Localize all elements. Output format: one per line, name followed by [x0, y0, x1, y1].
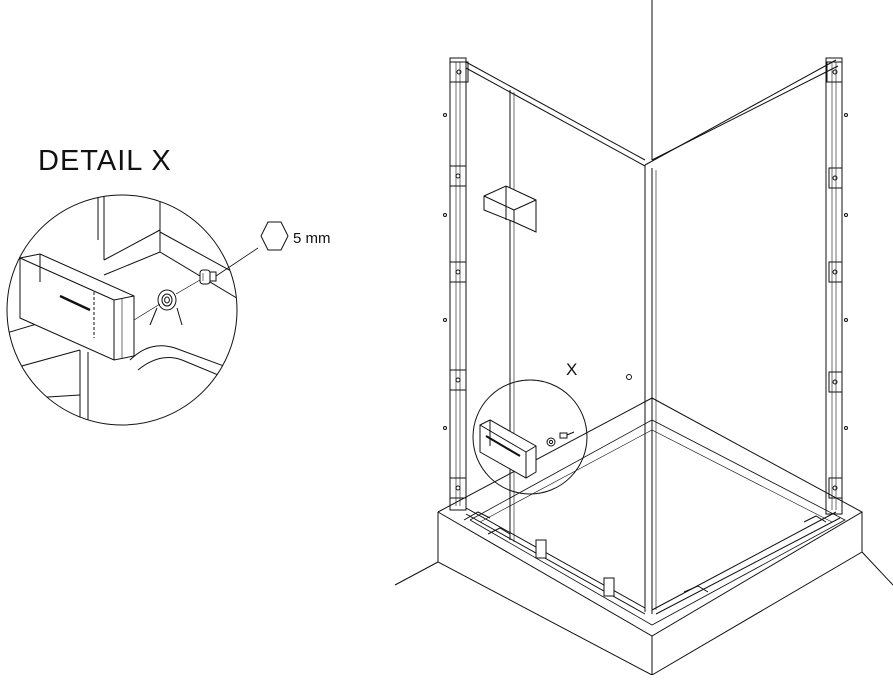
left-wall-profile: [444, 58, 469, 510]
hex-key-icon: [261, 222, 288, 250]
detail-x-view: [0, 190, 288, 425]
bottom-clips: [464, 512, 826, 596]
callout-marker-label: X: [566, 360, 578, 379]
detail-title: DETAIL X: [38, 145, 172, 177]
side-fixed-panel: [645, 60, 840, 614]
right-wall-profile: [826, 58, 848, 514]
door-knob: [627, 375, 632, 380]
callout-circle-x: [473, 380, 587, 494]
hex-key-size-label: 5 mm: [293, 230, 331, 247]
door-hinge-upper: [484, 186, 536, 232]
front-glass-panel: [466, 62, 645, 614]
hinge-screw-icon: [200, 270, 216, 284]
room-walls: [395, 0, 893, 585]
